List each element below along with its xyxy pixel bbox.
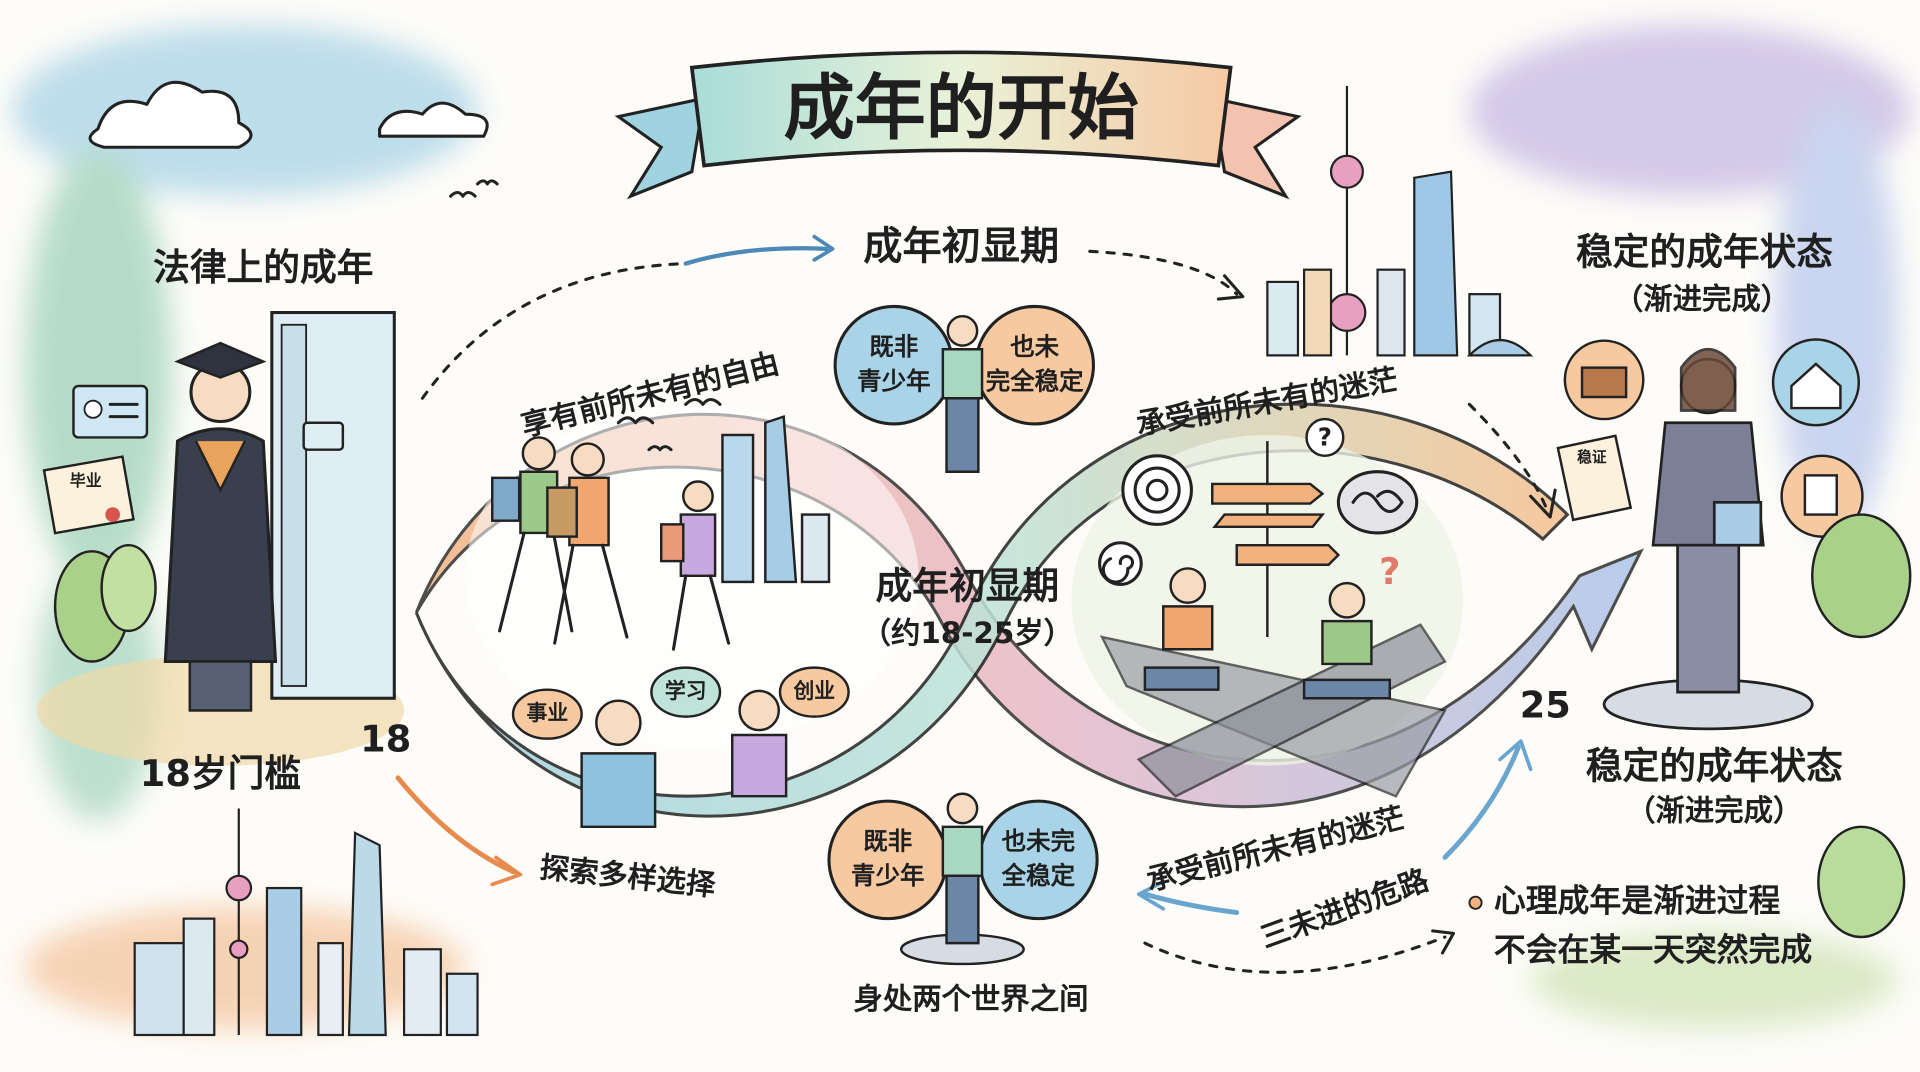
bubble-text: 完全稳定 [986,366,1084,395]
bubble-text: 青少年 [857,366,930,395]
bubble-text: 也未 [1010,332,1059,361]
bubble-text: 也未完 [1002,827,1075,856]
crossroads-scene [1099,441,1447,798]
house-icon [1771,338,1860,427]
id-card-icon [72,384,149,439]
briefcase-icon [1563,339,1645,421]
between-worlds-bottom: 既非 青少年 也未完 全稳定 [827,792,1099,966]
note-line-1: 心理成年是渐进过程 [1494,882,1781,920]
discussion-group [580,689,788,829]
bubble-text: 既非 [863,827,912,856]
note-line-2: 不会在某一天突然完成 [1494,931,1812,969]
bubble-text: 全稳定 [1001,861,1076,890]
bubble-startup-label: 创业 [792,679,835,703]
age-18-label: 18 [360,718,411,761]
skyline-bottom-left [133,808,479,1037]
svg-text:?: ? [1379,550,1400,593]
between-worlds-caption: 身处两个世界之间 [854,982,1089,1016]
maze-icon [1121,454,1193,526]
skyline-top-right [1266,86,1534,357]
bubble-career-label: 事业 [527,701,569,725]
birds-icon [616,397,722,452]
stable-adulthood-top-sub: （渐进完成） [1614,282,1790,316]
explore-choices-label: 探索多样选择 [538,850,717,902]
age-25-label: 25 [1520,683,1571,726]
bubble-study-label: 学习 [665,679,707,703]
hikers-group [491,414,831,651]
professional-figure [1602,348,1814,731]
spiral-icon [1098,541,1143,586]
stable-adulthood-top-heading: 稳定的成年状态 [1576,230,1833,273]
stable-adulthood-bottom-heading: 稳定的成年状态 [1586,745,1843,788]
diploma-icon: 毕业 [42,455,135,535]
legal-adulthood-heading: 法律上的成年 [153,246,373,289]
flow-arrows [395,234,1557,974]
tangled-thought-icon [1336,470,1419,535]
question-mark-icon: ? ? [1305,417,1400,593]
trees-left [53,543,157,663]
title-banner: 成年的开始 [614,50,1302,200]
certificate-label: 稳证 [1577,448,1607,466]
bubble-text: 既非 [869,332,918,361]
young-person-figure [941,314,984,473]
cloud-icon [88,80,489,149]
young-person-figure [941,792,984,945]
bullet-icon [1468,895,1483,910]
certificate-icon: 稳证 [1556,434,1633,522]
svg-text:?: ? [1318,423,1332,452]
center-heading: 成年初显期 [876,565,1060,608]
speech-bubble-career [511,688,583,740]
bubble-text: 青少年 [851,861,924,890]
center-age-range: （约18-25岁） [862,616,1073,650]
id-card-icon [302,421,345,451]
threshold-label: 18岁门槛 [140,752,301,795]
stable-adulthood-bottom-sub: （渐进完成） [1626,794,1802,828]
diploma-label: 毕业 [70,471,102,490]
page-title: 成年的开始 [784,66,1139,149]
speech-bubbles: 事业 学习 创业 [511,666,850,740]
birds-icon [449,179,499,198]
between-worlds-top: 既非 青少年 也未 完全稳定 [833,304,1095,473]
hesitant-path-label: 三未进的危路 [1256,862,1434,954]
trees-right [1811,513,1912,939]
document-icon [1780,454,1864,538]
graduate-figure [36,311,405,766]
emerging-adulthood-top-heading: 成年初显期 [863,224,1059,269]
